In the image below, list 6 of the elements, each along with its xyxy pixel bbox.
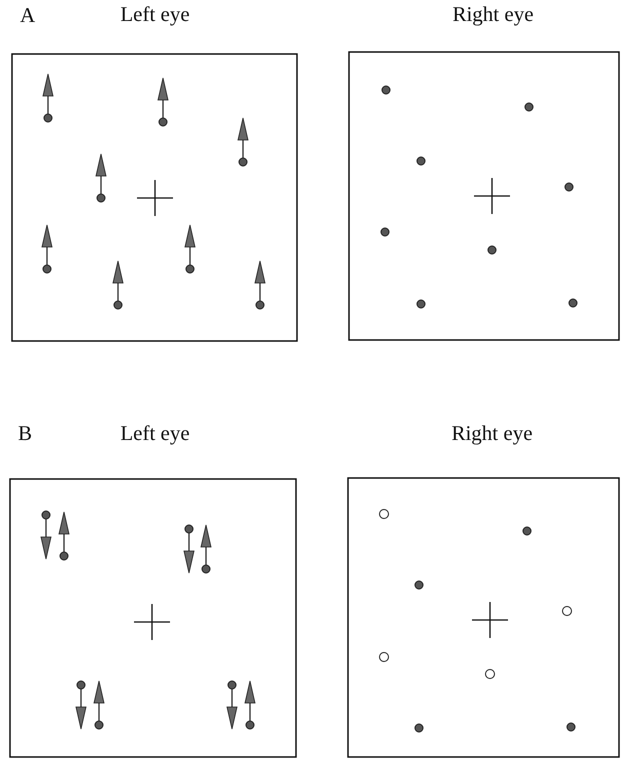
panel-letter: A [20,3,36,28]
panel-heading: Left eye [120,2,190,27]
panel-heading: Right eye [451,421,533,446]
panel-heading: Right eye [452,2,534,27]
panel-letter: B [18,421,32,446]
panel-heading: Left eye [120,421,190,446]
